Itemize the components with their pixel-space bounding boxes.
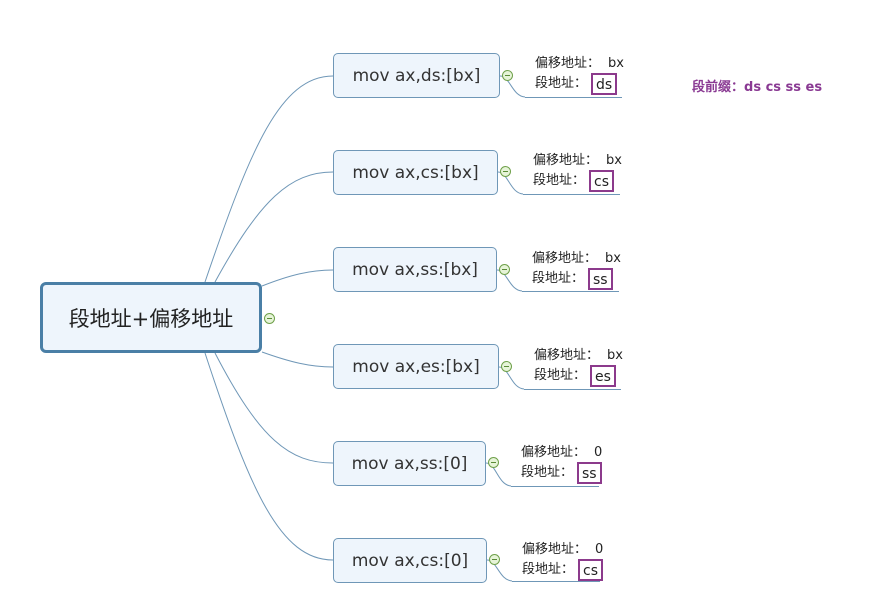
detail-underline [512, 581, 600, 582]
instruction-label: mov ax,ss:[bx] [352, 259, 478, 280]
detail-block: 偏移地址： 0 段地址：ss [521, 443, 603, 484]
segment-label: 段地址： [532, 271, 585, 286]
detail-block: 偏移地址： bx 段地址：cs [533, 151, 622, 192]
segment-value-box: ss [577, 462, 602, 484]
connector-root-to-branch-2 [214, 171, 334, 283]
detail-block: 偏移地址： 0 段地址：cs [522, 540, 604, 581]
offset-value: bx [607, 348, 623, 363]
branch-topic[interactable]: mov ax,ss:[0] [333, 441, 486, 486]
collapse-toggle-icon[interactable] [264, 313, 275, 324]
detail-underline [525, 97, 622, 98]
segment-prefix-note[interactable]: 段前缀：ds cs ss es [692, 76, 822, 95]
connector-root-to-branch-4 [261, 351, 334, 368]
offset-label: 偏移地址： [522, 542, 588, 557]
connector-root-to-branch-6 [204, 352, 334, 561]
branch-topic[interactable]: mov ax,ds:[bx] [333, 53, 500, 98]
offset-label: 偏移地址： [534, 348, 600, 363]
root-topic-label: 段地址+偏移地址 [68, 306, 234, 331]
instruction-label: mov ax,cs:[bx] [352, 162, 479, 183]
collapse-toggle-icon[interactable] [500, 166, 511, 177]
collapse-toggle-icon[interactable] [502, 70, 513, 81]
detail-block: 偏移地址： bx 段地址：es [534, 346, 623, 387]
collapse-toggle-icon[interactable] [488, 457, 499, 468]
note-label: 段前缀： [692, 80, 745, 95]
detail-block: 偏移地址： bx 段地址：ss [532, 249, 621, 290]
segment-label: 段地址： [534, 368, 587, 383]
branch-topic[interactable]: mov ax,es:[bx] [333, 344, 499, 389]
offset-label: 偏移地址： [521, 445, 587, 460]
root-topic[interactable]: 段地址+偏移地址 [40, 282, 262, 353]
connector-root-to-branch-1 [204, 75, 334, 283]
detail-underline [511, 486, 599, 487]
detail-underline [522, 291, 619, 292]
instruction-label: mov ax,ds:[bx] [352, 65, 481, 86]
segment-label: 段地址： [533, 173, 586, 188]
offset-value: bx [606, 153, 622, 168]
offset-value: 0 [594, 445, 603, 460]
instruction-label: mov ax,es:[bx] [352, 356, 480, 377]
branch-topic[interactable]: mov ax,ss:[bx] [333, 247, 497, 292]
segment-label: 段地址： [535, 76, 588, 91]
detail-block: 偏移地址： bx 段地址：ds [535, 54, 624, 95]
detail-underline [523, 194, 620, 195]
segment-value-box: ss [588, 268, 613, 290]
note-value: ds cs ss es [744, 80, 823, 95]
connector-root-to-branch-5 [214, 352, 334, 464]
segment-label: 段地址： [521, 465, 574, 480]
detail-underline [524, 389, 621, 390]
segment-value-box: cs [578, 559, 604, 581]
offset-label: 偏移地址： [532, 251, 598, 266]
connector-root-to-branch-3 [261, 269, 334, 287]
segment-value-box: cs [589, 170, 615, 192]
instruction-label: mov ax,ss:[0] [351, 453, 468, 474]
offset-value: 0 [595, 542, 604, 557]
instruction-label: mov ax,cs:[0] [351, 550, 469, 571]
branch-topic[interactable]: mov ax,cs:[bx] [333, 150, 498, 195]
segment-value-box: ds [591, 73, 618, 95]
segment-value-box: es [590, 365, 616, 387]
offset-label: 偏移地址： [535, 56, 601, 71]
segment-label: 段地址： [522, 562, 575, 577]
collapse-toggle-icon[interactable] [499, 264, 510, 275]
collapse-toggle-icon[interactable] [489, 554, 500, 565]
collapse-toggle-icon[interactable] [501, 361, 512, 372]
offset-value: bx [608, 56, 624, 71]
offset-value: bx [605, 251, 621, 266]
branch-topic[interactable]: mov ax,cs:[0] [333, 538, 487, 583]
offset-label: 偏移地址： [533, 153, 599, 168]
